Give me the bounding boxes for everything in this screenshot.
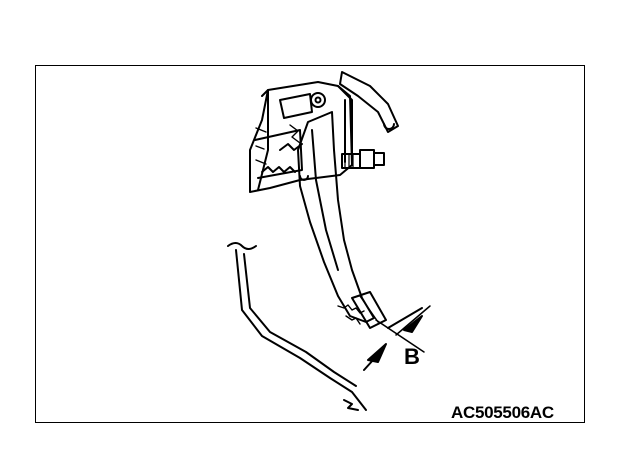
stop-arm xyxy=(339,71,399,133)
pedal-arm xyxy=(297,111,375,323)
pivot-bolt xyxy=(310,92,326,108)
dimension-b xyxy=(363,305,431,371)
pedal-bracket xyxy=(249,81,353,193)
dimension-label-b: B xyxy=(404,344,420,369)
pedal-pad xyxy=(337,291,387,329)
figure-frame xyxy=(35,65,585,423)
floor-panel xyxy=(227,242,367,411)
figure-code: AC505506AC xyxy=(451,403,554,422)
stop-lamp-switch xyxy=(341,149,385,169)
